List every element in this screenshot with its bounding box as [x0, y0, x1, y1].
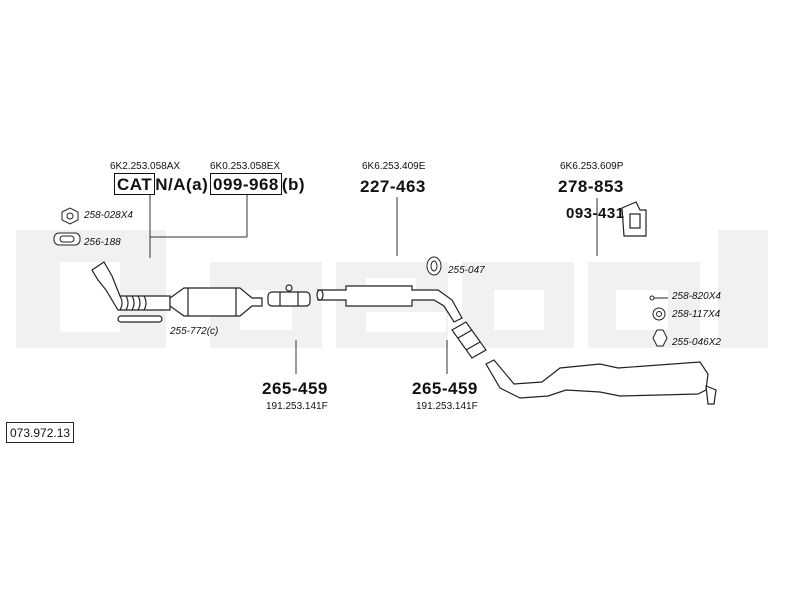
mid-pipe-part-number: 227-463 [360, 177, 426, 196]
gasket-c-part-number: 255-772(c) [170, 326, 219, 337]
rubber-part-number: 255-046X2 [672, 337, 721, 348]
cat-oem-number: 6K2.253.058AX [110, 161, 181, 172]
rear-silencer-icon [485, 359, 717, 405]
rubber-mount-icon [652, 329, 668, 347]
nut-part-number: 258-028X4 [84, 210, 133, 221]
rear-box-oem-number: 6K6.253.609P [560, 161, 624, 172]
hanger-part-number: 093-431 [566, 205, 625, 222]
diagram-reference: 073.972.13 [6, 422, 75, 443]
cat-option-a: N/A [155, 175, 186, 194]
bolt-icon [649, 295, 668, 301]
cat-suffix-a: (a) [185, 175, 209, 194]
catalytic-converter-icon [169, 287, 263, 317]
washer-part-number: 258-117X4 [672, 309, 721, 320]
clamp-icon [267, 284, 311, 307]
rear-box-part-number: 278-853 [558, 177, 624, 196]
clamp-2-part-number: 265-459 [412, 379, 478, 398]
front-pipe-icon [91, 261, 171, 323]
clamp-1-oem-number: 191.253.141F [266, 401, 328, 412]
hanger-icon [621, 201, 647, 237]
ring-part-number: 255-047 [448, 265, 485, 276]
bolt-part-number: 258-820X4 [672, 291, 721, 302]
gasket-part-number: 256-188 [84, 237, 121, 248]
nut-icon [61, 207, 79, 225]
clamp-icon [451, 321, 487, 359]
clamp-1-part-number: 265-459 [262, 379, 328, 398]
cat-alt-oem-number: 6K0.253.058EX [210, 161, 281, 172]
washer-icon [652, 307, 666, 321]
cat-label: CAT [114, 173, 156, 195]
clamp-2-oem-number: 191.253.141F [416, 401, 478, 412]
middle-silencer-icon [316, 285, 463, 323]
cat-part-b-row: 099-968(b) [210, 173, 306, 195]
rubber-ring-icon [426, 256, 442, 276]
leader-lines [149, 195, 598, 374]
mid-pipe-oem-number: 6K6.253.409E [362, 161, 426, 172]
gasket-icon [53, 232, 81, 246]
cat-part-b: 099-968 [210, 173, 282, 195]
cat-suffix-b: (b) [281, 175, 306, 194]
